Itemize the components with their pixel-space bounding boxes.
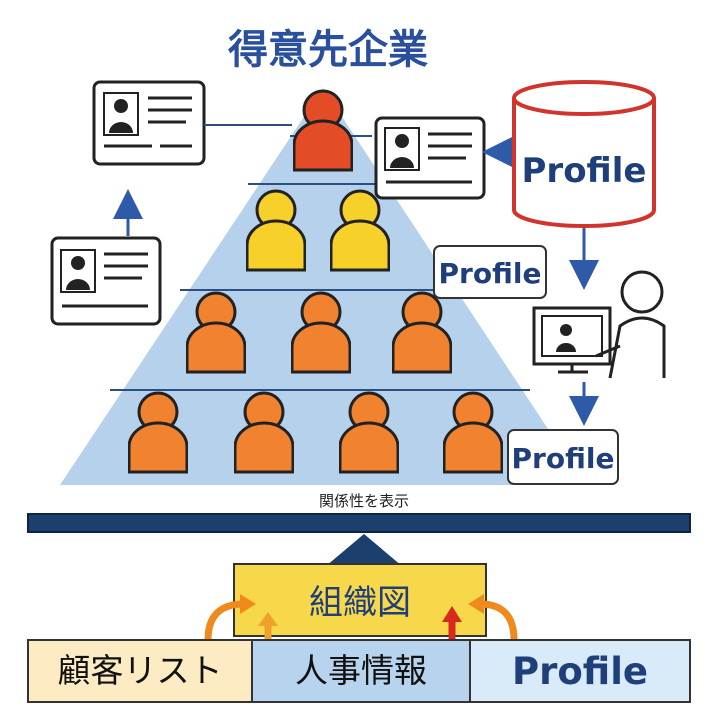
profile-database-icon [512,80,656,228]
customer-list-label: 顧客リスト [58,651,223,690]
person-level-1 [293,89,353,172]
profile-source-label: Profile [512,650,648,693]
feeder-arrow [204,600,245,641]
hr-info-box [251,639,471,703]
profile-card-icon [92,80,206,166]
profile-card-icon [374,116,486,200]
profile-card-icon [50,236,162,326]
profile-tag-label: Profile [512,442,615,475]
page-title: 得意先企業 [228,27,428,73]
person-at-computer-icon [532,270,666,379]
database-label: Profile [522,151,647,191]
feeder-arrow [479,600,518,641]
big-up-arrow [326,534,402,572]
customer-list-box [27,639,253,703]
hierarchy-pyramid [60,88,585,485]
profile-tag-box [433,245,547,299]
hr-info-label: 人事情報 [295,651,427,690]
relation-caption: 関係性を表示 [319,492,409,510]
profile-source-box [469,639,691,703]
profile-tag-box [507,429,619,485]
beam-bar [27,513,691,533]
profile-tag-label: Profile [439,257,542,290]
org-chart-label: 組織図 [309,583,411,623]
